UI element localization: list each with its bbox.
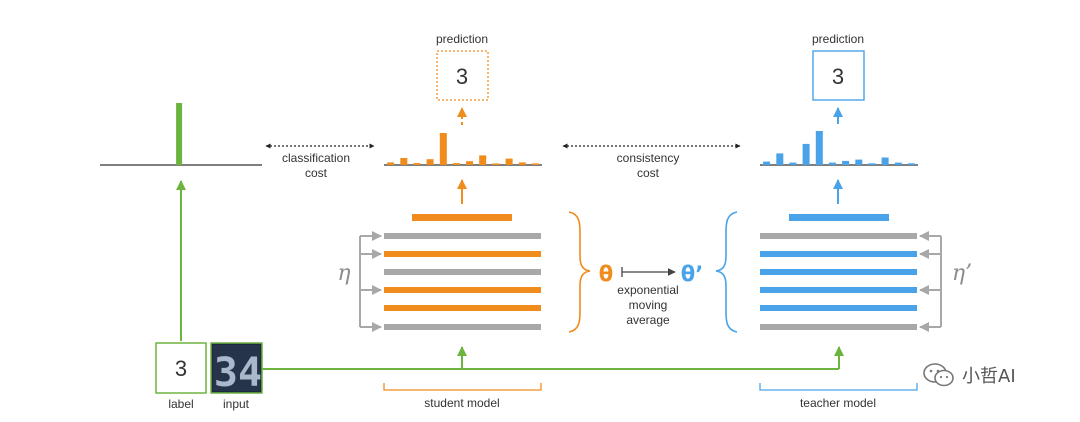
student-distribution-bar-4 [439, 133, 447, 165]
student-distribution-bar-2 [413, 163, 421, 165]
student-distribution-bar-6 [466, 161, 474, 165]
student-layer-3 [384, 269, 541, 275]
consistency-cost-label-1: consistency [617, 151, 680, 165]
teacher-layer-1 [760, 233, 917, 239]
student-prediction-box [436, 50, 489, 101]
student-layer-1 [384, 233, 541, 239]
student-output-layer [412, 214, 512, 221]
teacher-output-layer [789, 214, 889, 221]
student-noise-eta-label: η [337, 261, 350, 286]
teacher-distribution [760, 131, 918, 166]
label-value: 3 [175, 356, 187, 381]
teacher-layer-2 [760, 251, 917, 257]
teacher-model-label: teacher model [800, 396, 876, 410]
student-layer-4 [384, 287, 541, 293]
teacher-distribution-bar-1 [776, 153, 784, 165]
student-distribution-bar-9 [505, 158, 513, 165]
student-distribution-bar-3 [426, 159, 434, 165]
teacher-layer-6 [760, 324, 917, 330]
student-noise: η [337, 231, 382, 332]
teacher-layer-3 [760, 269, 917, 275]
teacher-distribution-bar-8 [868, 163, 876, 165]
teacher-distribution-bar-10 [894, 162, 902, 165]
label-box [155, 342, 207, 394]
teacher-prediction-box [812, 50, 865, 101]
theta-label: θ [599, 262, 613, 286]
label-distribution-bar-10 [176, 103, 183, 165]
student-distribution-bar-7 [479, 155, 487, 165]
teacher-model-bracket [759, 383, 918, 391]
teacher-distribution-bar-9 [881, 157, 889, 165]
teacher-distribution-bar-5 [828, 162, 836, 165]
student-distribution-bar-10 [518, 162, 526, 165]
watermark-text: 小哲AI [962, 366, 1016, 387]
teacher-noise-eta-prime-label: η’ [952, 261, 972, 286]
ema-label-1: exponential [617, 283, 678, 297]
student-model-bracket [383, 383, 542, 391]
teacher-distribution-bar-0 [763, 161, 771, 165]
teacher-noise: η’ [919, 231, 972, 332]
teacher-distribution-bar-4 [815, 131, 823, 165]
student-layer-6 [384, 324, 541, 330]
student-layer-5 [384, 305, 541, 311]
teacher-layer-4 [760, 287, 917, 293]
student-layer-2 [384, 251, 541, 257]
teacher-layer-5 [760, 305, 917, 311]
student-distribution-bar-8 [492, 163, 500, 165]
teacher-brace [715, 211, 738, 333]
student-distribution [384, 133, 542, 166]
input-caption: input [223, 397, 250, 411]
ema-label-3: average [626, 313, 670, 327]
student-distribution-bar-5 [452, 163, 460, 165]
teacher-distribution-bar-3 [802, 143, 810, 165]
input-image: 34 [210, 342, 263, 396]
teacher-network [760, 214, 917, 330]
label-distribution [100, 103, 262, 166]
student-network [384, 214, 541, 330]
student-prediction-value: 3 [456, 64, 468, 89]
input-image-digits: 34 [214, 350, 262, 396]
classification-cost-label-1: classification [282, 151, 350, 165]
student-distribution-bar-0 [387, 162, 395, 165]
student-distribution-bar-1 [400, 158, 408, 165]
teacher-distribution-bar-6 [842, 160, 850, 165]
label-caption: label [168, 397, 193, 411]
student-brace [568, 211, 591, 333]
teacher-prediction-value: 3 [832, 64, 844, 89]
student-model-label: student model [424, 396, 499, 410]
teacher-distribution-bar-7 [855, 159, 863, 165]
teacher-prediction-caption: prediction [812, 32, 864, 46]
watermark: 小哲AI [922, 362, 1016, 388]
teacher-distribution-bar-11 [907, 163, 915, 165]
student-distribution-bar-11 [531, 163, 539, 165]
teacher-distribution-bar-2 [789, 162, 797, 165]
consistency-cost-label-2: cost [637, 166, 660, 180]
student-prediction-caption: prediction [436, 32, 488, 46]
classification-cost-label-2: cost [305, 166, 328, 180]
theta-prime-label: θ’ [681, 262, 703, 286]
wechat-icon [923, 363, 954, 387]
ema-label-2: moving [629, 298, 668, 312]
